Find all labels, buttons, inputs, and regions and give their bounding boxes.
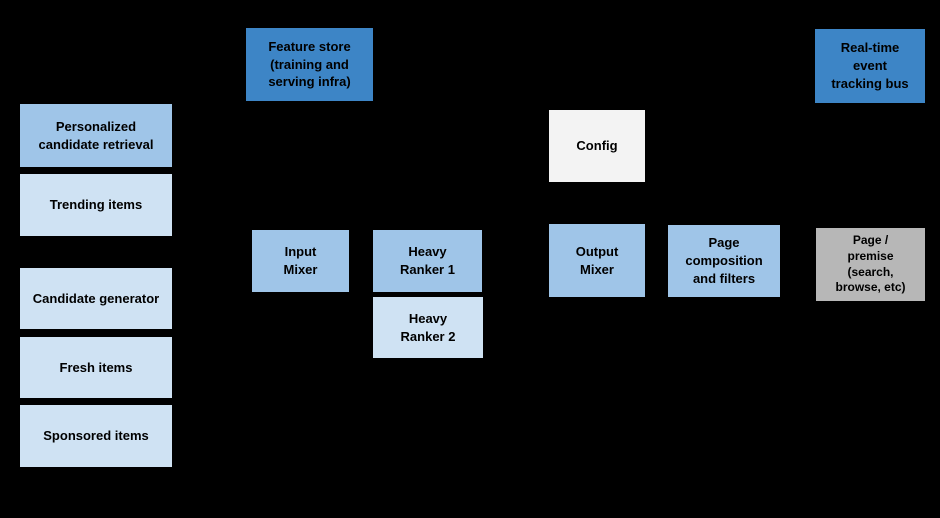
diagram-node-feature-store: Feature store (training and serving infr…: [246, 28, 373, 101]
diagram-node-fresh-items: Fresh items: [20, 337, 172, 398]
diagram-node-personalized-candidate-retrieval: Personalized candidate retrieval: [20, 104, 172, 167]
diagram-node-candidate-generator: Candidate generator: [20, 268, 172, 329]
diagram-node-output-mixer: Output Mixer: [549, 224, 645, 297]
diagram-node-page-composition-and-filters: Page composition and filters: [668, 225, 780, 297]
diagram-node-input-mixer: Input Mixer: [252, 230, 349, 292]
diagram-node-heavy-ranker-1: Heavy Ranker 1: [373, 230, 482, 292]
diagram-node-page-premise: Page / premise (search, browse, etc): [816, 228, 925, 301]
diagram-node-config: Config: [549, 110, 645, 182]
diagram-node-realtime-event-tracking-bus: Real-time event tracking bus: [815, 29, 925, 103]
diagram-node-trending-items: Trending items: [20, 174, 172, 236]
diagram-node-heavy-ranker-2: Heavy Ranker 2: [373, 297, 483, 358]
diagram-node-sponsored-items: Sponsored items: [20, 405, 172, 467]
